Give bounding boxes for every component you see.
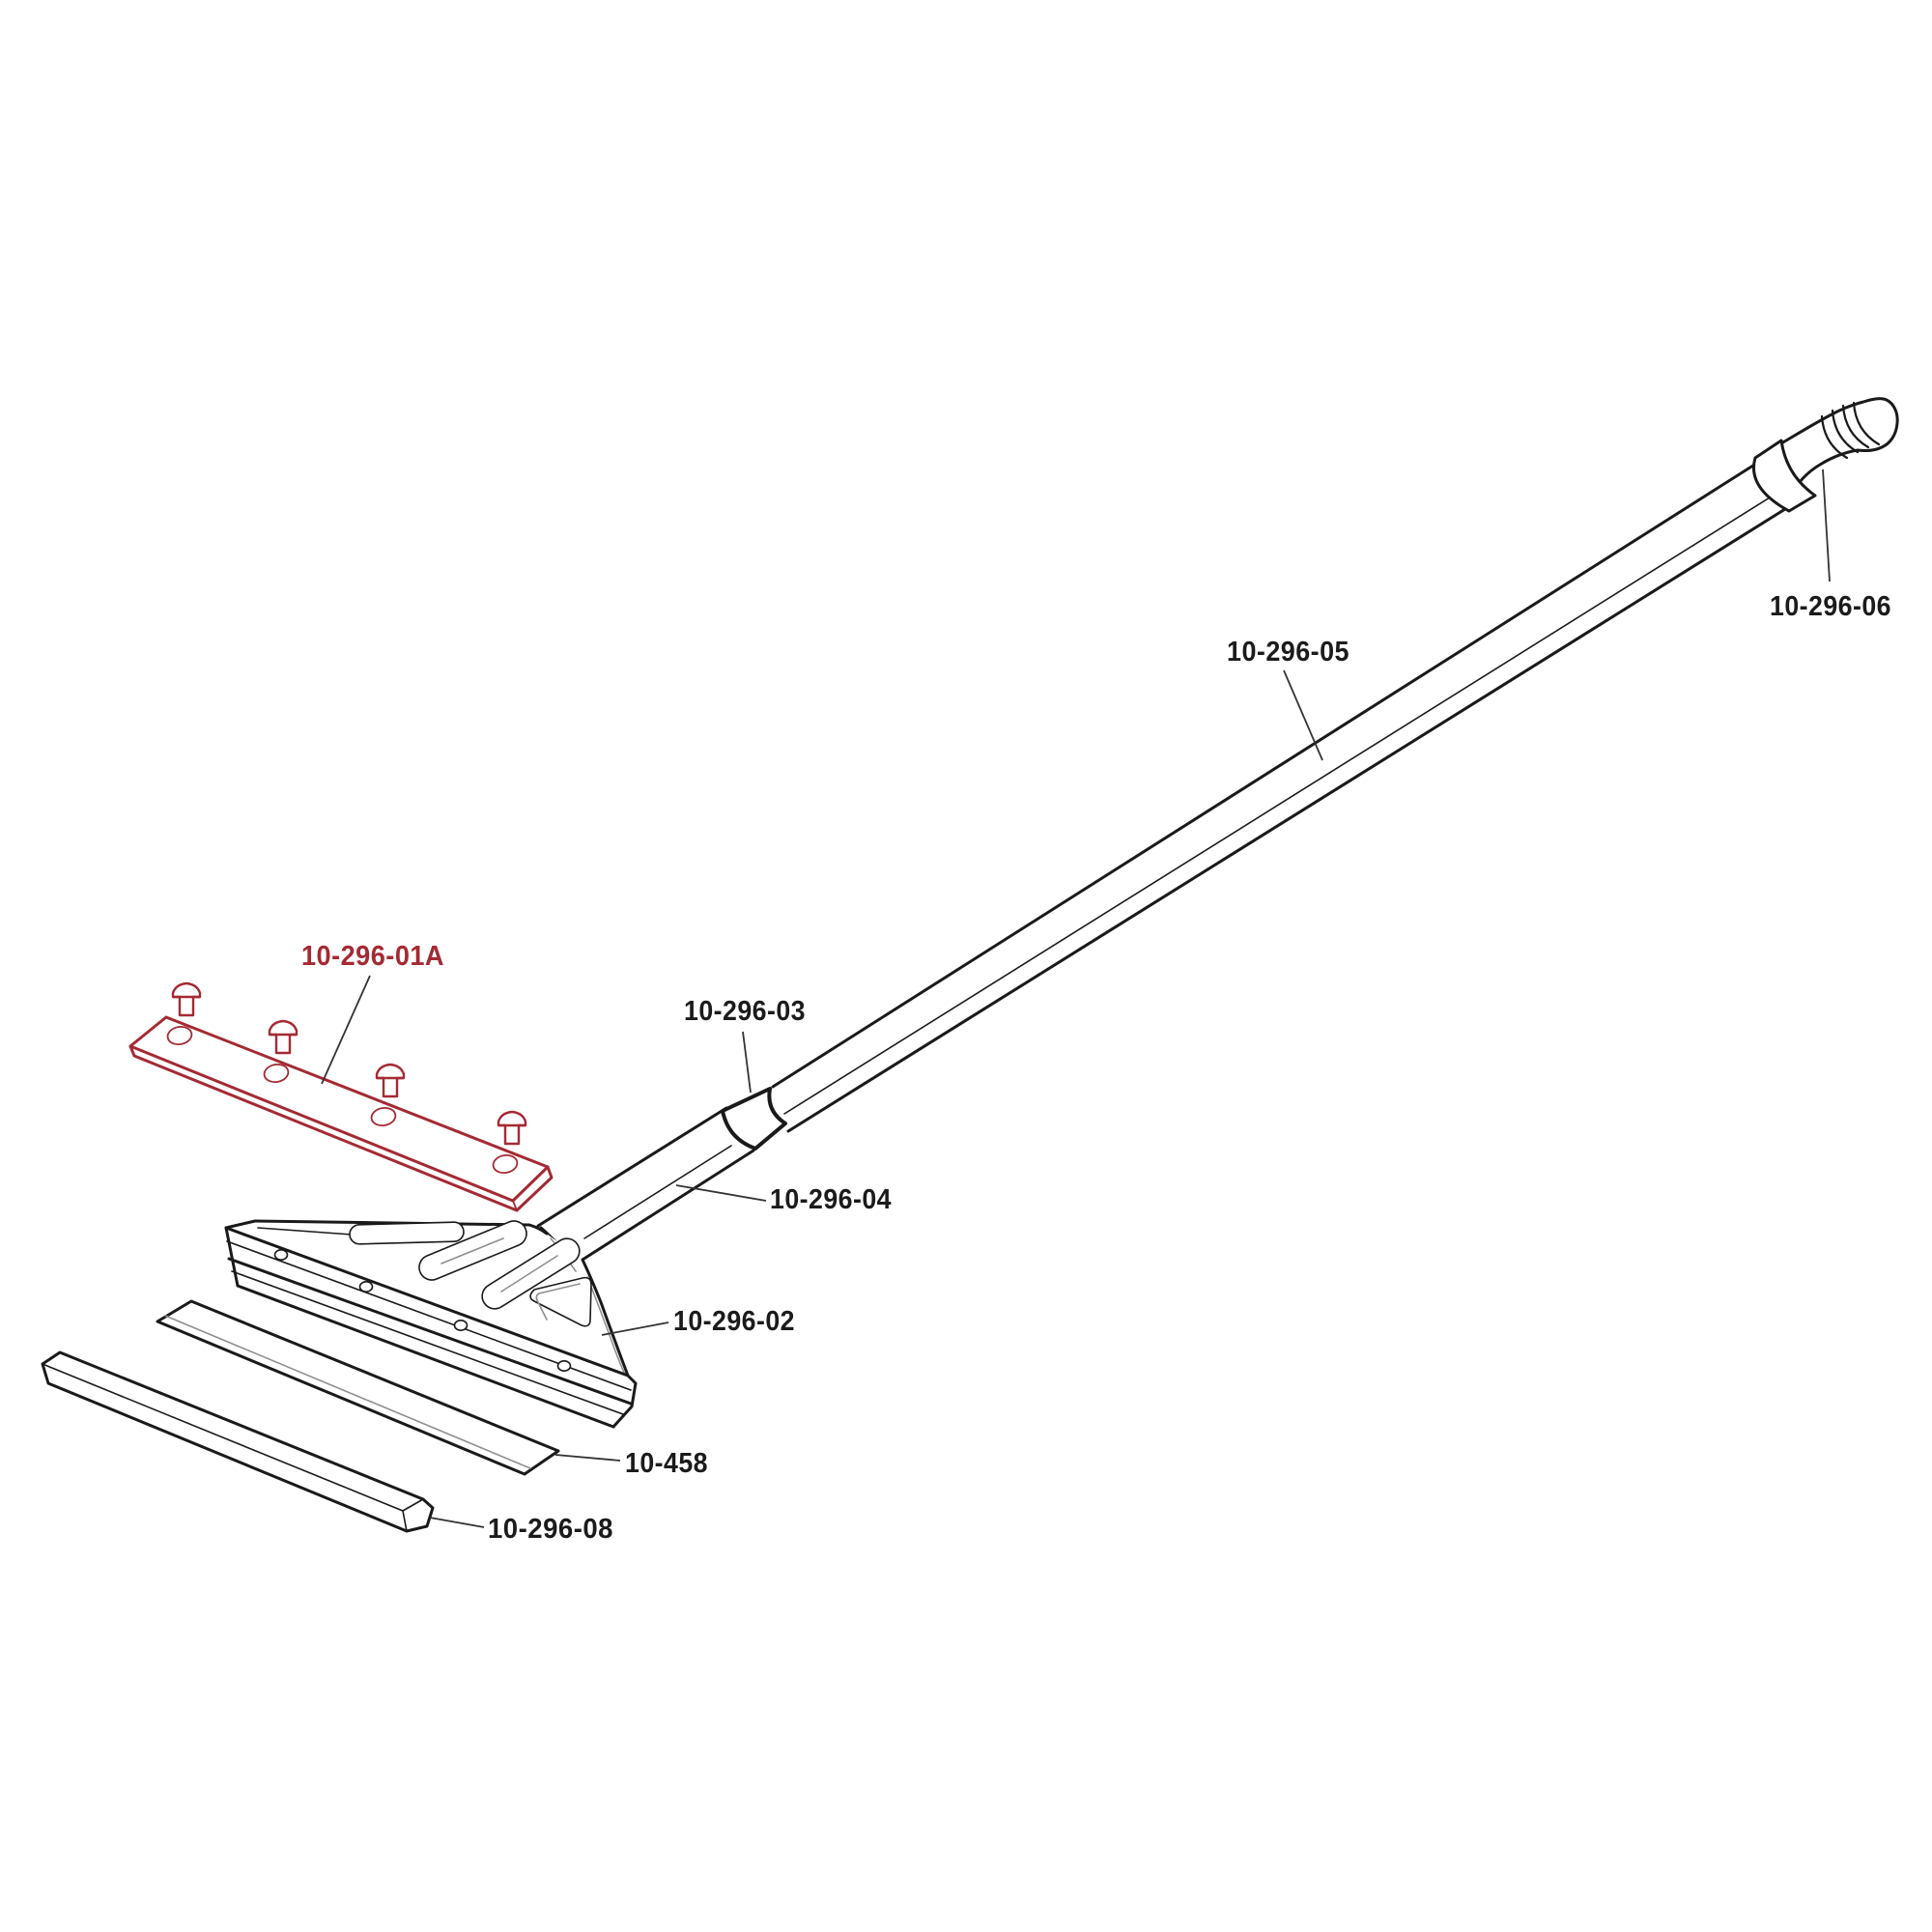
leader-lower-tube [675, 1184, 767, 1202]
part-label-spare-strip: 10-296-08 [488, 1514, 613, 1545]
grip-body [1779, 397, 1899, 505]
collar [721, 1087, 787, 1151]
screw [171, 981, 202, 1017]
clamp-plate-holes [166, 1025, 519, 1175]
screw [268, 1019, 298, 1055]
screw [375, 1063, 406, 1098]
leader-spare-strip [429, 1517, 485, 1528]
grip-ribs [1820, 401, 1881, 460]
handle-pole [771, 448, 1795, 1133]
blade-channel [224, 1226, 638, 1429]
part-label-hand-grip: 10-296-06 [1770, 591, 1891, 622]
leader-scraper-head [601, 1321, 669, 1336]
leader-clamp-plate [321, 975, 371, 1085]
clamp-plate [128, 981, 554, 1212]
blade [156, 1299, 560, 1476]
screw [497, 1110, 527, 1146]
part-label-clamp-plate: 10-296-01A [301, 941, 444, 972]
grip-base-ring [1752, 439, 1817, 513]
leader-lines [321, 469, 1831, 1528]
channel-screw-holes [273, 1249, 572, 1373]
spare-blade-strip [41, 1350, 435, 1533]
leader-handle-pole [1283, 669, 1323, 761]
part-label-lower-tube: 10-296-04 [770, 1184, 892, 1215]
part-label-collar: 10-296-03 [684, 996, 806, 1027]
part-label-blade: 10-458 [625, 1448, 708, 1479]
leader-blade [554, 1454, 621, 1462]
scraper-head [224, 1219, 638, 1429]
part-labels: 10-296-01A 10-296-02 10-296-03 10-296-04… [301, 591, 1891, 1545]
leader-collar [742, 1031, 752, 1094]
part-label-scraper-head: 10-296-02 [673, 1306, 795, 1337]
leader-hand-grip [1822, 469, 1831, 582]
hand-grip [1752, 397, 1899, 513]
head-slots [349, 1220, 592, 1327]
part-label-handle-pole: 10-296-05 [1227, 637, 1350, 668]
clamp-screws [171, 981, 527, 1146]
